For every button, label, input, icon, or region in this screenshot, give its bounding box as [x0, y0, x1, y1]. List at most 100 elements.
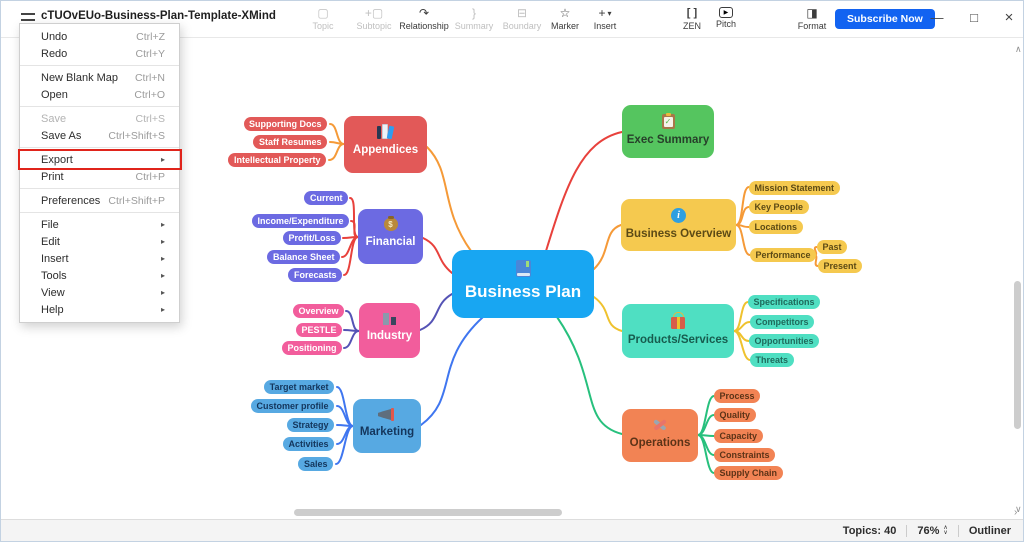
menu-item-edit[interactable]: Edit ▸ — [20, 233, 179, 250]
toolbar-topic-button[interactable]: ▢ Topic — [312, 7, 333, 32]
menu-item-redo[interactable]: Redo Ctrl+Y — [20, 45, 179, 62]
topic-pestle[interactable]: PESTLE — [295, 323, 342, 337]
topic-staff-resumes[interactable]: Staff Resumes — [253, 135, 327, 149]
topic-target-market[interactable]: Target market — [264, 380, 334, 394]
toolbar-label: Insert — [593, 21, 617, 31]
topic-forecasts[interactable]: Forecasts — [288, 268, 342, 282]
branch-business-overview[interactable]: Business Overview — [621, 199, 736, 251]
toolbar-insert-button[interactable]: + ▾ Insert — [593, 7, 617, 32]
outliner-button[interactable]: Outliner — [968, 524, 1011, 537]
toolbar-summary-button[interactable]: } Summary — [455, 7, 494, 32]
topic-locations[interactable]: Locations — [749, 220, 803, 234]
topic-profit-loss[interactable]: Profit/Loss — [282, 231, 341, 245]
maximize-button[interactable]: □ — [970, 9, 978, 25]
topic-positioning[interactable]: Positioning — [282, 341, 342, 355]
close-button[interactable]: × — [1004, 8, 1014, 26]
clipboard-check-icon — [661, 112, 675, 129]
megaphone-icon — [378, 408, 396, 421]
topic-balance-sheet[interactable]: Balance Sheet — [267, 250, 340, 264]
toolbar-subtopic-button[interactable]: +▢ Subtopic — [356, 7, 391, 32]
topic-threats[interactable]: Threats — [750, 353, 794, 367]
topic-supply-chain[interactable]: Supply Chain — [714, 466, 783, 480]
topic-process[interactable]: Process — [714, 389, 761, 403]
scroll-up-icon[interactable]: ∧ — [1015, 44, 1022, 54]
horizontal-scrollbar-thumb[interactable] — [294, 509, 562, 516]
branch-industry[interactable]: Industry — [359, 303, 420, 358]
toolbar-format-button[interactable]: ◨ Format — [797, 7, 827, 32]
boundary-icon: ⊟ — [516, 6, 528, 20]
menu-divider — [20, 106, 179, 107]
topic-current[interactable]: Current — [304, 191, 348, 205]
zoom-stepper-icon[interactable]: ∧ ∨ — [943, 524, 948, 536]
branch-appendices[interactable]: Appendices — [344, 116, 427, 173]
topic-sales[interactable]: Sales — [298, 457, 333, 471]
menu-label: Export — [41, 153, 73, 166]
topic-mission-statement[interactable]: Mission Statement — [749, 181, 840, 195]
toolbar-marker-button[interactable]: ☆ Marker — [551, 7, 579, 32]
topic-capacity[interactable]: Capacity — [714, 429, 763, 443]
menu-shortcut: Ctrl+O — [134, 88, 165, 101]
vertical-scrollbar-thumb[interactable] — [1014, 281, 1021, 429]
topic-past[interactable]: Past — [817, 240, 848, 254]
toolbar-pitch-button[interactable]: ▶ Pitch — [716, 7, 736, 29]
branch-exec-summary[interactable]: Exec Summary — [622, 105, 714, 158]
zen-brackets-icon: [ ] — [686, 7, 698, 19]
topic-quality[interactable]: Quality — [714, 408, 756, 422]
toolbar-label: Relationship — [399, 21, 449, 31]
menu-divider — [20, 147, 179, 148]
menu-item-print[interactable]: Print Ctrl+P — [20, 168, 179, 185]
menu-item-open[interactable]: Open Ctrl+O — [20, 86, 179, 103]
menu-shortcut: Ctrl+Y — [135, 47, 165, 60]
central-topic-label: Business Plan — [464, 282, 582, 301]
branch-label: Business Overview — [625, 228, 732, 240]
relationship-icon: ↷ — [418, 6, 430, 20]
menu-item-save-as[interactable]: Save As Ctrl+Shift+S — [20, 127, 179, 144]
toolbar-zen-button[interactable]: [ ] ZEN — [683, 7, 701, 31]
toolbar-relationship-button[interactable]: ↷ Relationship — [399, 6, 449, 32]
branch-marketing[interactable]: Marketing — [353, 399, 421, 453]
branch-products-services[interactable]: Products/Services — [622, 304, 734, 358]
topic-strategy[interactable]: Strategy — [286, 418, 334, 432]
topic-income-expenditure[interactable]: Income/Expenditure — [251, 214, 349, 228]
toolbar-label: Format — [797, 21, 827, 31]
menu-item-undo[interactable]: Undo Ctrl+Z — [20, 28, 179, 45]
topic-supporting-docs[interactable]: Supporting Docs — [243, 117, 327, 131]
central-topic-business-plan[interactable]: Business Plan — [452, 250, 594, 318]
menu-label: File — [41, 218, 59, 231]
menu-item-view[interactable]: View ▸ — [20, 284, 179, 301]
toolbar-boundary-button[interactable]: ⊟ Boundary — [503, 6, 542, 32]
chevron-up-icon: ∧ — [943, 524, 948, 531]
menu-item-preferences[interactable]: Preferences Ctrl+Shift+P — [20, 192, 179, 209]
topic-constraints[interactable]: Constraints — [714, 448, 776, 462]
menu-item-save[interactable]: Save Ctrl+S — [20, 110, 179, 127]
branch-financial[interactable]: Financial — [358, 209, 423, 264]
scroll-right-icon[interactable]: › — [1014, 507, 1018, 518]
topic-activities[interactable]: Activities — [282, 437, 334, 451]
menu-shortcut: Ctrl+Z — [136, 30, 165, 43]
chevron-down-icon: ▾ — [607, 9, 612, 18]
menu-item-file[interactable]: File ▸ — [20, 216, 179, 233]
topic-specifications[interactable]: Specifications — [748, 295, 821, 309]
subscribe-now-button[interactable]: Subscribe Now — [835, 9, 935, 29]
menu-divider — [20, 212, 179, 213]
topic-performance[interactable]: Performance — [750, 248, 817, 262]
menu-item-tools[interactable]: Tools ▸ — [20, 267, 179, 284]
topic-intellectual-property[interactable]: Intellectual Property — [228, 153, 326, 167]
menu-item-new-blank-map[interactable]: New Blank Map Ctrl+N — [20, 69, 179, 86]
minimize-button[interactable]: — — [930, 9, 944, 25]
zoom-control[interactable]: 76% ∧ ∨ — [917, 525, 947, 537]
topic-key-people[interactable]: Key People — [749, 200, 809, 214]
topic-customer-profile[interactable]: Customer profile — [250, 399, 334, 413]
scroll-down-icon[interactable]: ∨ — [1015, 504, 1022, 514]
branch-operations[interactable]: Operations — [622, 409, 698, 462]
menu-item-export[interactable]: Export ▸ — [18, 149, 182, 170]
menu-item-insert[interactable]: Insert ▸ — [20, 250, 179, 267]
topic-overview[interactable]: Overview — [292, 304, 344, 318]
submenu-arrow-icon: ▸ — [160, 254, 165, 263]
topic-present[interactable]: Present — [818, 259, 863, 273]
menu-item-help[interactable]: Help ▸ — [20, 301, 179, 318]
menu-divider — [20, 65, 179, 66]
topic-competitors[interactable]: Competitors — [750, 315, 815, 329]
topic-opportunities[interactable]: Opportunities — [749, 334, 819, 348]
